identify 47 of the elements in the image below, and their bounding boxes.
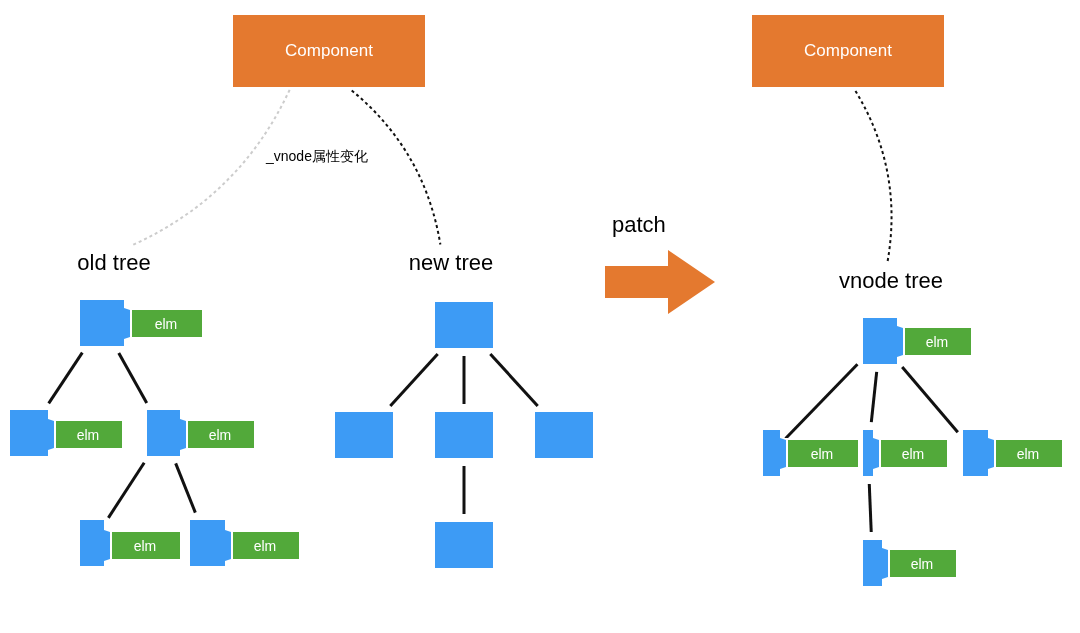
- tree-label: vnode tree: [828, 266, 954, 296]
- node-square: [190, 520, 225, 566]
- node-square: [10, 410, 48, 456]
- tree-line: [489, 352, 539, 408]
- dashed-connector: [350, 89, 442, 246]
- dashed-connector: [854, 89, 893, 264]
- elm-box: elm: [48, 419, 124, 450]
- patch-label: patch: [612, 212, 666, 238]
- dashed-connector: [131, 88, 291, 247]
- elm-box: elm: [988, 438, 1064, 469]
- tree-line: [869, 371, 879, 423]
- node-square: [863, 318, 897, 364]
- node-square: [863, 430, 873, 476]
- node-square: [863, 540, 882, 586]
- tree-line: [867, 483, 873, 533]
- node-square: [763, 430, 780, 476]
- node-square: [335, 412, 393, 458]
- tree-line: [901, 366, 959, 434]
- node-square: [435, 302, 493, 348]
- tree-line: [462, 356, 466, 404]
- elm-box: elm: [124, 308, 204, 339]
- elm-box: elm: [180, 419, 256, 450]
- component-box: Component: [233, 15, 425, 87]
- tree-line: [47, 351, 84, 405]
- tree-line: [117, 352, 149, 404]
- annotation-text: _vnode属性变化: [266, 148, 368, 166]
- tree-line: [174, 462, 197, 514]
- elm-box: elm: [225, 530, 301, 561]
- tree-line: [389, 352, 439, 408]
- node-square: [535, 412, 593, 458]
- tree-line: [784, 363, 859, 440]
- component-box: Component: [752, 15, 944, 87]
- node-square: [80, 300, 124, 346]
- tree-line: [107, 461, 146, 519]
- tree-line: [462, 466, 466, 514]
- node-square: [435, 412, 493, 458]
- elm-box: elm: [882, 548, 958, 579]
- elm-box: elm: [897, 326, 973, 357]
- node-square: [80, 520, 104, 566]
- elm-box: elm: [104, 530, 182, 561]
- elm-box: elm: [873, 438, 949, 469]
- tree-label: new tree: [398, 248, 504, 278]
- node-square: [963, 430, 988, 476]
- node-square: [147, 410, 180, 456]
- elm-box: elm: [780, 438, 860, 469]
- node-square: [435, 522, 493, 568]
- tree-label: old tree: [66, 248, 162, 278]
